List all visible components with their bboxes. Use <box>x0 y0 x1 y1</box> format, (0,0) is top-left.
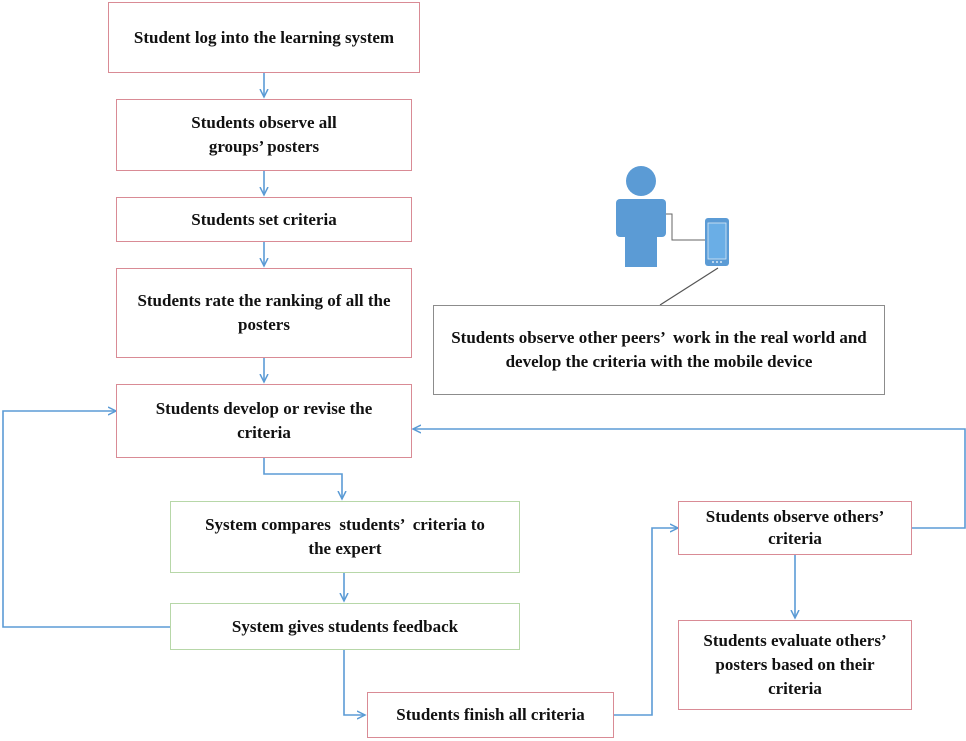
node-set-criteria: Students set criteria <box>116 197 412 242</box>
node-evaluate-posters: Students evaluate others’ posters based … <box>678 620 912 710</box>
arrow-develop-to-compare <box>263 458 342 499</box>
mobile-phone-icon <box>705 218 729 266</box>
callout-line <box>659 267 719 306</box>
arrow-feedback-to-develop <box>2 411 170 628</box>
node-login: Student log into the learning system <box>108 2 420 73</box>
node-system-feedback: System gives students feedback <box>170 603 520 650</box>
node-observe-others-criteria: Students observe others’ criteria <box>678 501 912 555</box>
node-develop-revise: Students develop or revise the criteria <box>116 384 412 458</box>
phone-cable <box>666 213 705 241</box>
node-rate-ranking: Students rate the ranking of all the pos… <box>116 268 412 358</box>
person-icon <box>616 166 666 267</box>
node-finish-criteria: Students finish all criteria <box>367 692 614 738</box>
arrow-observe-others-to-develop <box>413 429 966 529</box>
arrow-feedback-to-finish <box>343 650 365 715</box>
node-system-compares: System compares students’ criteria to th… <box>170 501 520 573</box>
node-observe-posters: Students observe all groups’ posters <box>116 99 412 171</box>
node-real-world: Students observe other peers’ work in th… <box>433 305 885 395</box>
arrow-finish-to-observe-others <box>614 528 678 716</box>
